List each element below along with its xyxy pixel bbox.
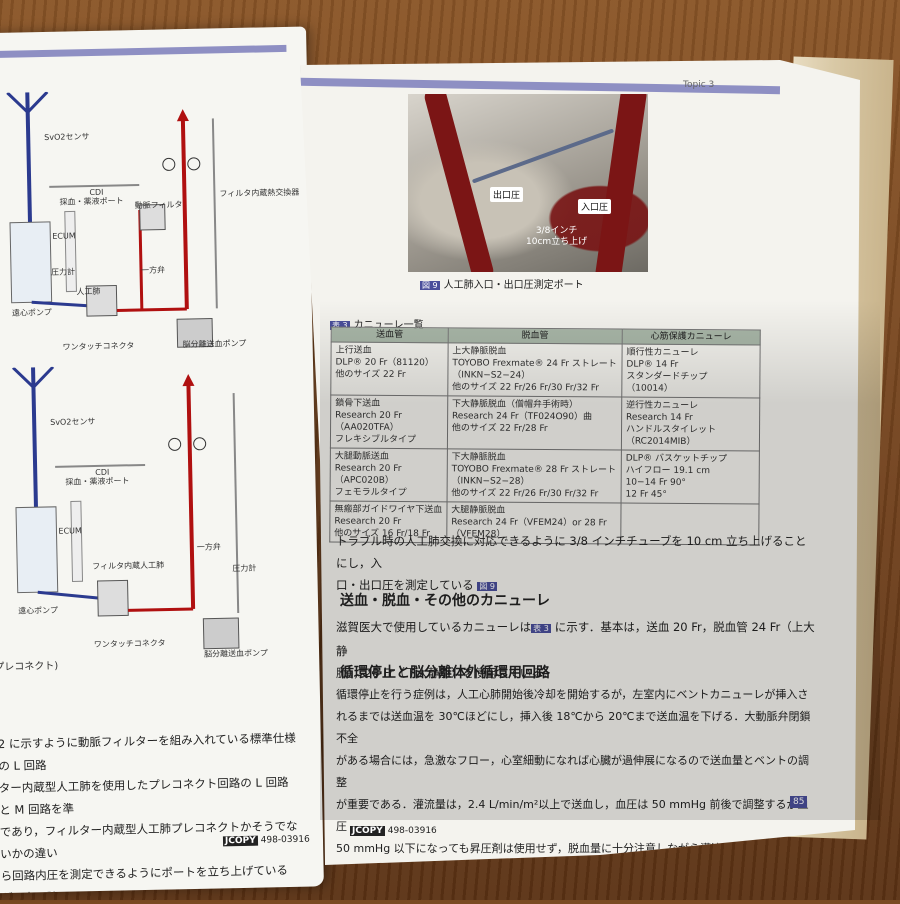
heat-exchanger-label: フィルタ内蔵熱交換器 <box>219 187 300 199</box>
table-header: 脱血管 <box>447 327 623 345</box>
table-row: 鎖骨下送血 Research 20 Fr（AA020TFA） フレキシブルタイプ… <box>330 395 760 451</box>
jcopy-mark: JCOPY <box>350 826 385 836</box>
table-cell: 順行性カニューレ DLP® 14 Fr スタンダードチップ （10014） <box>621 344 761 398</box>
paragraph-line: 口・出口圧を測定している 図 9 <box>336 574 816 598</box>
svo2-sensor-label: SvO2センサ <box>44 132 90 142</box>
circuit-diagram-top-svg <box>6 90 218 348</box>
paragraph-1: トラブル時の人工肺交換に対応できるように 3/8 インチチューブを 10 cm … <box>336 530 816 598</box>
figure-number: 図 9 <box>420 281 440 290</box>
centrifugal-pump-label-2: 遠心ポンプ <box>18 605 58 616</box>
one-way-valve-label: 一方弁 <box>140 265 166 275</box>
topic-label: Topic 3 <box>683 80 715 90</box>
paragraph-line: がある場合には，急激なフロー，心室細動になれば心臓が過伸展になるので送血量とベン… <box>336 754 809 789</box>
cerebral-pump-label-2: 脳分離送血ポンプ <box>203 648 268 659</box>
left-page-text: 2 に示すように動脈フィルターを組み入れている標準仕様の L 回路 ター内蔵型人… <box>0 727 301 894</box>
sampling-port-label: 採血・薬液ポート <box>59 196 124 207</box>
table-cell: 鎖骨下送血 Research 20 Fr（AA020TFA） フレキシブルタイプ <box>330 395 448 449</box>
circuit-diagram-top: SvO2センサ 採血・薬液ポート CDI 動脈フィルタ フィルタ内蔵熱交換器 E… <box>0 87 299 363</box>
page-header-band <box>0 44 287 59</box>
figure-photo: 出口圧 入口圧 3/8インチ 10cm立ち上げ <box>408 94 648 272</box>
blood-tube <box>594 94 648 272</box>
section-heading: 送血・脱血・その他のカニューレ <box>340 593 550 609</box>
table-row: 上行送血 DLP® 20 Fr（81120） 他のサイズ 22 Fr 上大静脈脱… <box>330 342 761 398</box>
cannula-table: 送血管 脱血管 心筋保護カニューレ 上行送血 DLP® 20 Fr（81120）… <box>329 327 761 546</box>
left-page: SvO2センサ 採血・薬液ポート CDI 動脈フィルタ フィルタ内蔵熱交換器 E… <box>0 26 324 894</box>
tube-note-line1: 3/8インチ <box>535 226 578 236</box>
paragraph-line: 脈），28 Fr（下大静脈）を使用している． <box>336 666 555 680</box>
table-cell: 下大静脈脱血（僧帽弁手術時） Research 24 Fr（TF024O90）曲… <box>447 395 622 451</box>
cdi-label-2: CDI <box>95 467 110 477</box>
jcopy-number: 498-03916 <box>387 826 437 836</box>
paragraph-line-text: 滋賀医大で使用しているカニューレは <box>336 620 532 634</box>
paragraph-3: 循環停止を行う症例は，人工心肺開始後冷却を開始するが，左室内にベントカニューレが… <box>336 684 816 865</box>
figure-caption-text: 人工肺入口・出口圧測定ポート <box>443 280 584 291</box>
ecum-label-2: ECUM <box>58 526 82 536</box>
table-ref: 表 3 <box>531 624 551 633</box>
line-tube <box>471 128 615 184</box>
ecum-label: ECUM <box>52 231 76 241</box>
cdi-label: CDI <box>89 187 104 198</box>
paragraph-line-text: に示す．基本は，送血 20 Fr，脱血管 24 Fr（上大静 <box>336 620 815 658</box>
paragraph-line: 循環停止を行う症例は，人工心肺開始後冷却を開始するが，左室内にベントカニューレが… <box>336 688 809 701</box>
table-row: 大腿動脈送血 Research 20 Fr（APC020B） フェモラルタイプ … <box>330 448 760 504</box>
inlet-pressure-tag: 入口圧 <box>578 199 612 214</box>
paragraph-line: が重要である．灌流量は，2.4 L/min/m²以上で送血し，血圧は 50 mm… <box>336 798 809 833</box>
pressure-gauge-label-2: 圧力計 <box>232 563 257 574</box>
circuit-diagram-bottom-svg <box>12 365 240 650</box>
table-cell: 下大静脈脱血 TOYOBO Frexmate® 28 Fr ストレート （INK… <box>446 448 622 504</box>
table-header: 送血管 <box>331 327 449 343</box>
table-cell: 大腿動脈送血 Research 20 Fr（APC020B） フェモラルタイプ <box>330 448 448 502</box>
oxygenator-filter-label: フィルタ内蔵人工肺 <box>92 560 165 572</box>
circuit-diagram-bottom: SvO2センサ 採血・薬液ポート CDI ECUM 一方弁 圧力計 フィルタ内蔵… <box>0 362 299 678</box>
table-cell: DLP® バスケットチップ ハイフロー 19.1 cm 10−14 Fr 90°… <box>620 450 760 504</box>
sampling-port-label-2: 採血・薬液ポート <box>65 476 130 487</box>
centrifugal-pump-label: 遠心ポンプ <box>11 307 52 318</box>
section-heading: 循環停止と脳分離体外循環用回路 <box>340 665 550 681</box>
table-number: 表 3 <box>330 321 350 330</box>
blood-tube <box>422 94 496 272</box>
oxygenator-label: 人工肺 <box>76 286 101 297</box>
arterial-filter-label: 動脈フィルタ <box>134 200 183 211</box>
paragraph-line: れるまでは送血温を 30℃ほどにし，挿入後 18℃から 20℃まで送血温を下げる… <box>336 710 811 745</box>
jcopy-mark: JCOPY <box>222 835 258 847</box>
table-header: 心筋保護カニューレ <box>622 329 761 345</box>
connector-label-2: ワンタッチコネクタ <box>93 638 166 650</box>
table-cell: 上行送血 DLP® 20 Fr（81120） 他のサイズ 22 Fr <box>330 342 448 396</box>
connector-label: ワンタッチコネクタ <box>62 341 135 352</box>
tube-note-line2: 10cm立ち上げ <box>526 237 588 247</box>
paragraph-line-text: 口・出口圧を測定している <box>336 578 474 592</box>
preconnect-label: プレコネクト) <box>0 660 59 674</box>
table-cell: 逆行性カニューレ Research 14 Fr ハンドルスタイレット（RC201… <box>621 397 760 451</box>
tube-note: 3/8インチ 10cm立ち上げ <box>526 226 587 248</box>
figure-ref: 図 9 <box>477 582 497 591</box>
paragraph-line: トラブル時の人工肺交換に対応できるように 3/8 インチチューブを 10 cm … <box>336 534 807 570</box>
table-cell: 上大静脈脱血 TOYOBO Frexmate® 24 Fr ストレート （INK… <box>447 342 623 398</box>
page-number: 85 <box>790 796 808 808</box>
jcopy-number: 498-03916 <box>260 834 310 846</box>
pressure-gauge-label: 圧力計 <box>50 267 76 277</box>
svo2-sensor-label-2: SvO2センサ <box>50 416 96 427</box>
cerebral-pump-label: 脳分離送血ポンプ <box>182 338 247 350</box>
table-caption-text: カニューレ一覧 <box>353 320 424 331</box>
left-text-line: ター内蔵型人工肺を使用したプレコネクト回路の L 回路と M 回路を準 <box>0 775 289 818</box>
one-way-valve-label-2: 一方弁 <box>196 542 221 552</box>
left-text-line: 2 に示すように動脈フィルターを組み入れている標準仕様の L 回路 <box>0 730 296 774</box>
outlet-pressure-tag: 出口圧 <box>490 187 524 202</box>
